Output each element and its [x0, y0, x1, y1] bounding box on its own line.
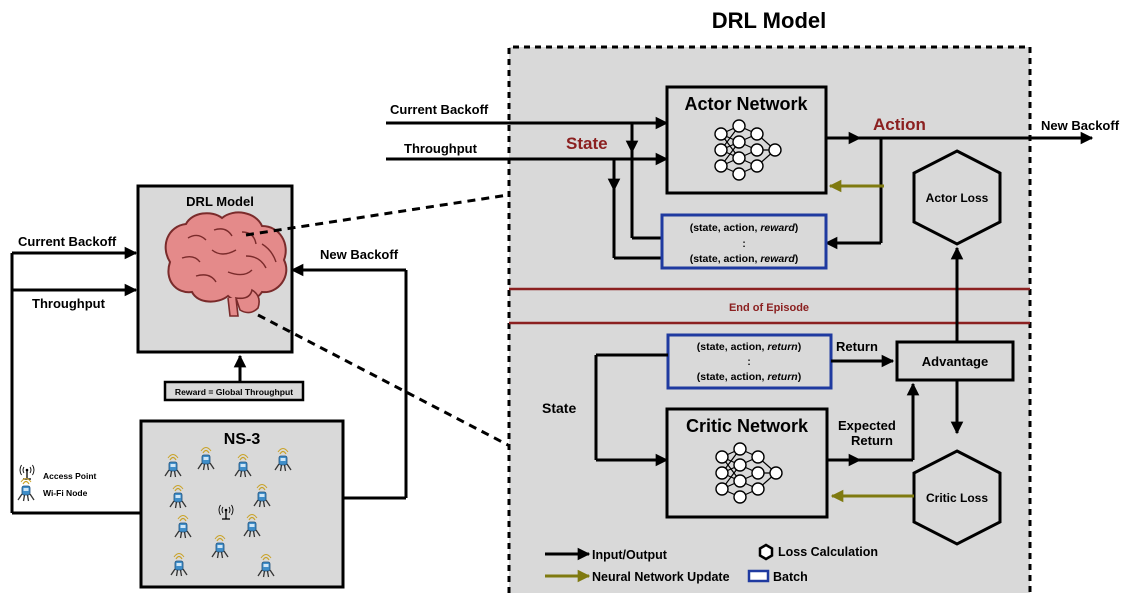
legend-batch: Batch: [773, 570, 808, 584]
ns3-box: [139, 419, 345, 589]
batch-top-row2: (state, action, reward): [690, 253, 799, 265]
state-bottom-label: State: [542, 400, 576, 416]
legend-nn-update: Neural Network Update: [592, 570, 730, 584]
critic-loss-label: Critic Loss: [926, 491, 988, 505]
batch-bottom: [666, 333, 833, 390]
legend-input-output: Input/Output: [592, 548, 668, 562]
advantage-label: Advantage: [922, 354, 988, 369]
critic-network-title: Critic Network: [686, 416, 809, 436]
left-overview: DRL Model Current Backoff Throughput New…: [10, 184, 509, 589]
batch-bottom-row1: (state, action, return): [697, 341, 801, 353]
batch-top-ellipsis: :: [742, 239, 745, 250]
right-throughput-label: Throughput: [404, 141, 478, 156]
right-new-backoff-label: New Backoff: [1041, 118, 1120, 133]
left-new-backoff-label: New Backoff: [320, 247, 399, 262]
critic-network-box: [665, 407, 829, 519]
wifi-node-icon: [17, 477, 35, 502]
actor-loss-hexagon: [912, 149, 1002, 246]
return-label: Return: [836, 339, 878, 354]
left-drl-title: DRL Model: [186, 194, 254, 209]
action-label: Action: [873, 115, 926, 134]
end-of-episode-label: End of Episode: [729, 302, 809, 314]
left-current-backoff-label: Current Backoff: [18, 234, 117, 249]
zoom-line-top: [245, 193, 509, 237]
ns3-title: NS-3: [224, 431, 261, 448]
diagram-title: DRL Model: [712, 8, 826, 33]
access-point-icon: [19, 464, 35, 480]
right-current-backoff-label: Current Backoff: [390, 102, 489, 117]
batch-top-row1: (state, action, reward): [690, 222, 799, 234]
expected-return-line2: Return: [851, 433, 893, 448]
legend-wifi-node: Wi-Fi Node: [43, 488, 88, 498]
legend-access-point: Access Point: [43, 471, 97, 481]
advantage-box: [895, 340, 1015, 382]
actor-loss-label: Actor Loss: [926, 191, 989, 205]
legend-hexagon-icon: [758, 543, 774, 561]
batch-top: [660, 213, 828, 270]
critic-loss-hexagon: [912, 449, 1002, 546]
zoom-line-bottom: [257, 313, 509, 447]
legend-loss-calc: Loss Calculation: [778, 545, 878, 559]
batch-bottom-ellipsis: :: [747, 357, 750, 368]
brain-icon: [164, 211, 288, 317]
reward-box: [163, 380, 305, 402]
actor-network-title: Actor Network: [684, 94, 808, 114]
actor-network-box: [665, 85, 828, 195]
expected-return-line1: Expected: [838, 418, 896, 433]
drl-detail-panel: Current Backoff Throughput State Actor N…: [386, 45, 1120, 593]
legend-batch-icon: [747, 569, 770, 583]
left-throughput-label: Throughput: [32, 296, 106, 311]
legend: Input/Output Neural Network Update Loss …: [545, 543, 878, 584]
reward-label: Reward = Global Throughput: [175, 387, 293, 397]
state-top-label: State: [566, 134, 608, 153]
batch-bottom-row2: (state, action, return): [697, 371, 801, 383]
